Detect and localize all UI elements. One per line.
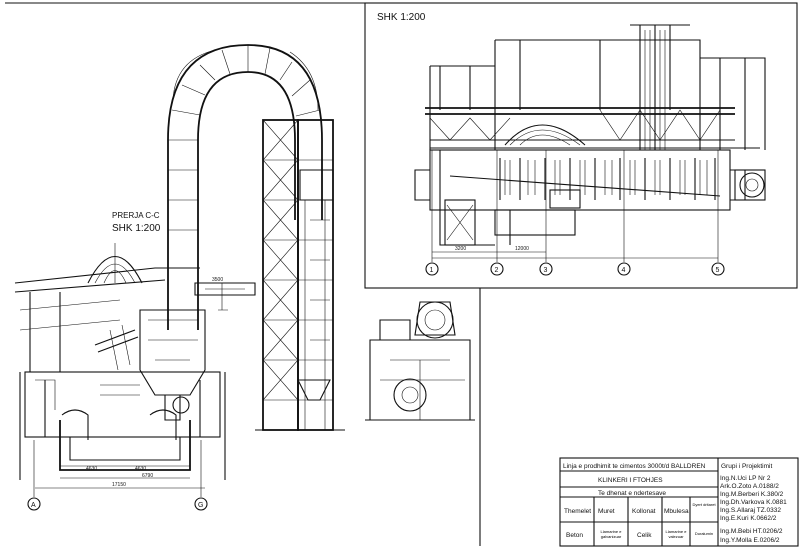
title-block: Linja e prodhimit te cimentos 3000t/d BA… xyxy=(559,457,799,547)
left-dimensions: 4630 4630 6790 17150 xyxy=(33,440,205,497)
section-label: PRERJA C-C xyxy=(112,211,160,220)
value-muret: Llamarine e galvanizuar xyxy=(600,529,622,539)
header-mbulesa: Mbulesa xyxy=(664,508,689,515)
engineer-8: Ing.Y.Molla E.0206/2 xyxy=(720,537,780,544)
axis-label-3: 3 xyxy=(544,267,548,274)
engineer-1: Ing.N.Uci LP Nr 2 xyxy=(720,475,771,482)
right-axis-markers: 1 2 3 4 5 xyxy=(425,262,725,276)
axis-label-4: 4 xyxy=(622,267,626,274)
axis-label-a: A xyxy=(31,502,36,509)
value-mbulesa: Llamarine e valezuar xyxy=(665,529,687,539)
axis-label-2: 2 xyxy=(495,267,499,274)
value-dyert: Duralumin xyxy=(694,531,714,536)
drawing-subtitle: Te dhenat e ndertesave xyxy=(598,490,666,497)
left-dim-2: 4630 xyxy=(135,466,146,472)
engineer-2: Ark.O.Zoto A.0188/2 xyxy=(720,483,779,490)
engineer-list: Ing.N.Uci LP Nr 2 Ark.O.Zoto A.0188/2 In… xyxy=(720,475,787,544)
drawing-title: KLINKERI I FTOHJES xyxy=(598,477,663,484)
axis-label-1: 1 xyxy=(430,267,434,274)
right-dim-2: 12000 xyxy=(515,246,529,252)
right-scale-label: SHK 1:200 xyxy=(377,12,426,23)
fan-house xyxy=(365,301,475,421)
left-scale-label: SHK 1:200 xyxy=(112,223,161,234)
value-celik: Celik xyxy=(637,532,652,539)
header-muret: Muret xyxy=(598,508,615,515)
engineer-7: Ing.M.Bebi HT.0206/2 xyxy=(720,528,783,535)
sheet-frames xyxy=(5,2,798,546)
group-title: Grupi i Projektimit xyxy=(721,463,772,470)
left-section: PRERJA C-C SHK 1:200 3500 xyxy=(14,44,323,511)
right-elevation: SHK 1:200 3200 xyxy=(377,12,766,276)
engineer-5: Ing.S.Allaraj TZ.0332 xyxy=(720,507,781,514)
left-axis-markers: A G xyxy=(27,497,208,511)
value-mbulesa-box: Llamarine e valezuar xyxy=(665,529,687,539)
value-muret-box: Llamarine e galvanizuar xyxy=(600,529,622,539)
header-themelet: Themelet xyxy=(564,508,591,515)
level-label: 3500 xyxy=(212,277,223,283)
left-dim-3: 6790 xyxy=(142,473,153,479)
header-dyert: Dyert dritaret xyxy=(692,502,716,507)
value-beton: Beton xyxy=(566,532,583,539)
left-dim-4: 17150 xyxy=(112,482,126,488)
axis-label-g: G xyxy=(198,502,203,509)
engineer-3: Ing.M.Berberi K.380/2 xyxy=(720,491,784,498)
value-dyert-box: Duralumin xyxy=(694,531,714,536)
steel-tower xyxy=(255,119,345,431)
engineer-6: Ing.E.Kuri K.0662/2 xyxy=(720,515,777,522)
project-title: Linja e prodhimit te cimentos 3000t/d BA… xyxy=(563,463,706,470)
engineer-4: Ing.Dh.Varkova K.0881 xyxy=(720,499,787,506)
axis-label-5: 5 xyxy=(716,267,720,274)
header-kollonat: Kollonat xyxy=(632,508,656,515)
header-dyert-box: Dyert dritaret xyxy=(692,502,716,507)
left-dim-1: 4630 xyxy=(86,466,97,472)
right-dim-1: 3200 xyxy=(455,246,466,252)
